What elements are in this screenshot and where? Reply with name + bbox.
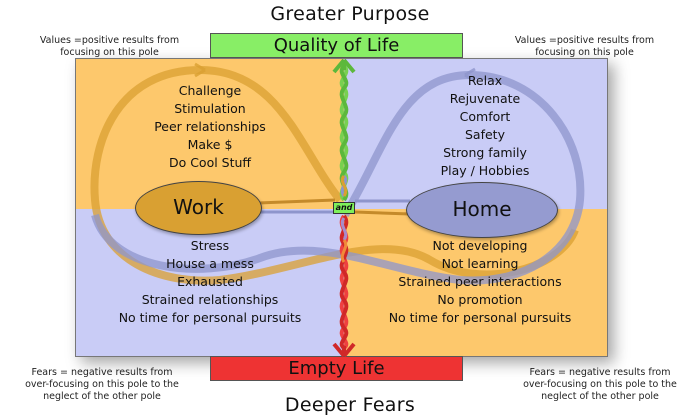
fears-note-left-line: neglect of the other pole: [43, 391, 161, 402]
list-item: No time for personal pursuits: [388, 310, 572, 325]
fears-note-right-line: neglect of the other pole: [541, 391, 659, 402]
list-item: Relax: [467, 73, 503, 88]
list-item: House a mess: [166, 256, 254, 271]
values-note-left-line: focusing on this pole: [60, 47, 159, 58]
empty-life-box: Empty Life: [210, 356, 463, 381]
list-item: Exhausted: [177, 274, 243, 289]
greater-purpose-title: Greater Purpose: [270, 3, 430, 25]
fears-note-right-line: over-focusing on this pole to the: [523, 379, 677, 390]
list-item: Not learning: [441, 256, 519, 271]
list-item: Peer relationships: [154, 119, 266, 134]
values-note-left-line: Values =positive results from: [39, 35, 180, 46]
list-item: Safety: [465, 127, 505, 142]
list-item: Stress: [190, 238, 230, 253]
deeper-fears-title: Deeper Fears: [284, 394, 416, 416]
list-item: Stimulation: [174, 101, 246, 116]
list-item: Play / Hobbies: [440, 163, 530, 178]
list-item: No promotion: [437, 292, 523, 307]
fears-note-left: Fears = negative results from over-focus…: [2, 367, 202, 403]
values-note-left: Values =positive results from focusing o…: [22, 35, 197, 59]
values-note-right: Values =positive results from focusing o…: [497, 35, 672, 59]
list-item: Strained relationships: [141, 292, 279, 307]
list-item: Not developing: [432, 238, 528, 253]
list-item: Strained peer interactions: [398, 274, 562, 289]
work-pole-ellipse: Work: [135, 181, 262, 235]
home-pole-ellipse: Home: [406, 182, 558, 238]
list-item: No time for personal pursuits: [118, 310, 302, 325]
quality-of-life-box: Quality of Life: [210, 33, 463, 58]
home-values-list: Relax Rejuvenate Comfort Safety Strong f…: [410, 72, 560, 180]
work-values-list: Challenge Stimulation Peer relationships…: [135, 82, 285, 172]
list-item: Strong family: [443, 145, 527, 160]
fears-note-right: Fears = negative results from over-focus…: [500, 367, 700, 403]
work-fears-list: Stress House a mess Exhausted Strained r…: [95, 237, 325, 327]
list-item: Make $: [187, 137, 233, 152]
list-item: Challenge: [178, 83, 242, 98]
values-note-right-line: Values =positive results from: [514, 35, 655, 46]
list-item: Do Cool Stuff: [168, 155, 252, 170]
home-fears-list: Not developing Not learning Strained pee…: [365, 237, 595, 327]
list-item: Comfort: [459, 109, 511, 124]
fears-note-right-line: Fears = negative results from: [529, 367, 671, 378]
fears-note-left-line: over-focusing on this pole to the: [25, 379, 179, 390]
and-connector-badge: and: [333, 202, 355, 214]
values-note-right-line: focusing on this pole: [535, 47, 634, 58]
fears-note-left-line: Fears = negative results from: [31, 367, 173, 378]
list-item: Rejuvenate: [449, 91, 521, 106]
